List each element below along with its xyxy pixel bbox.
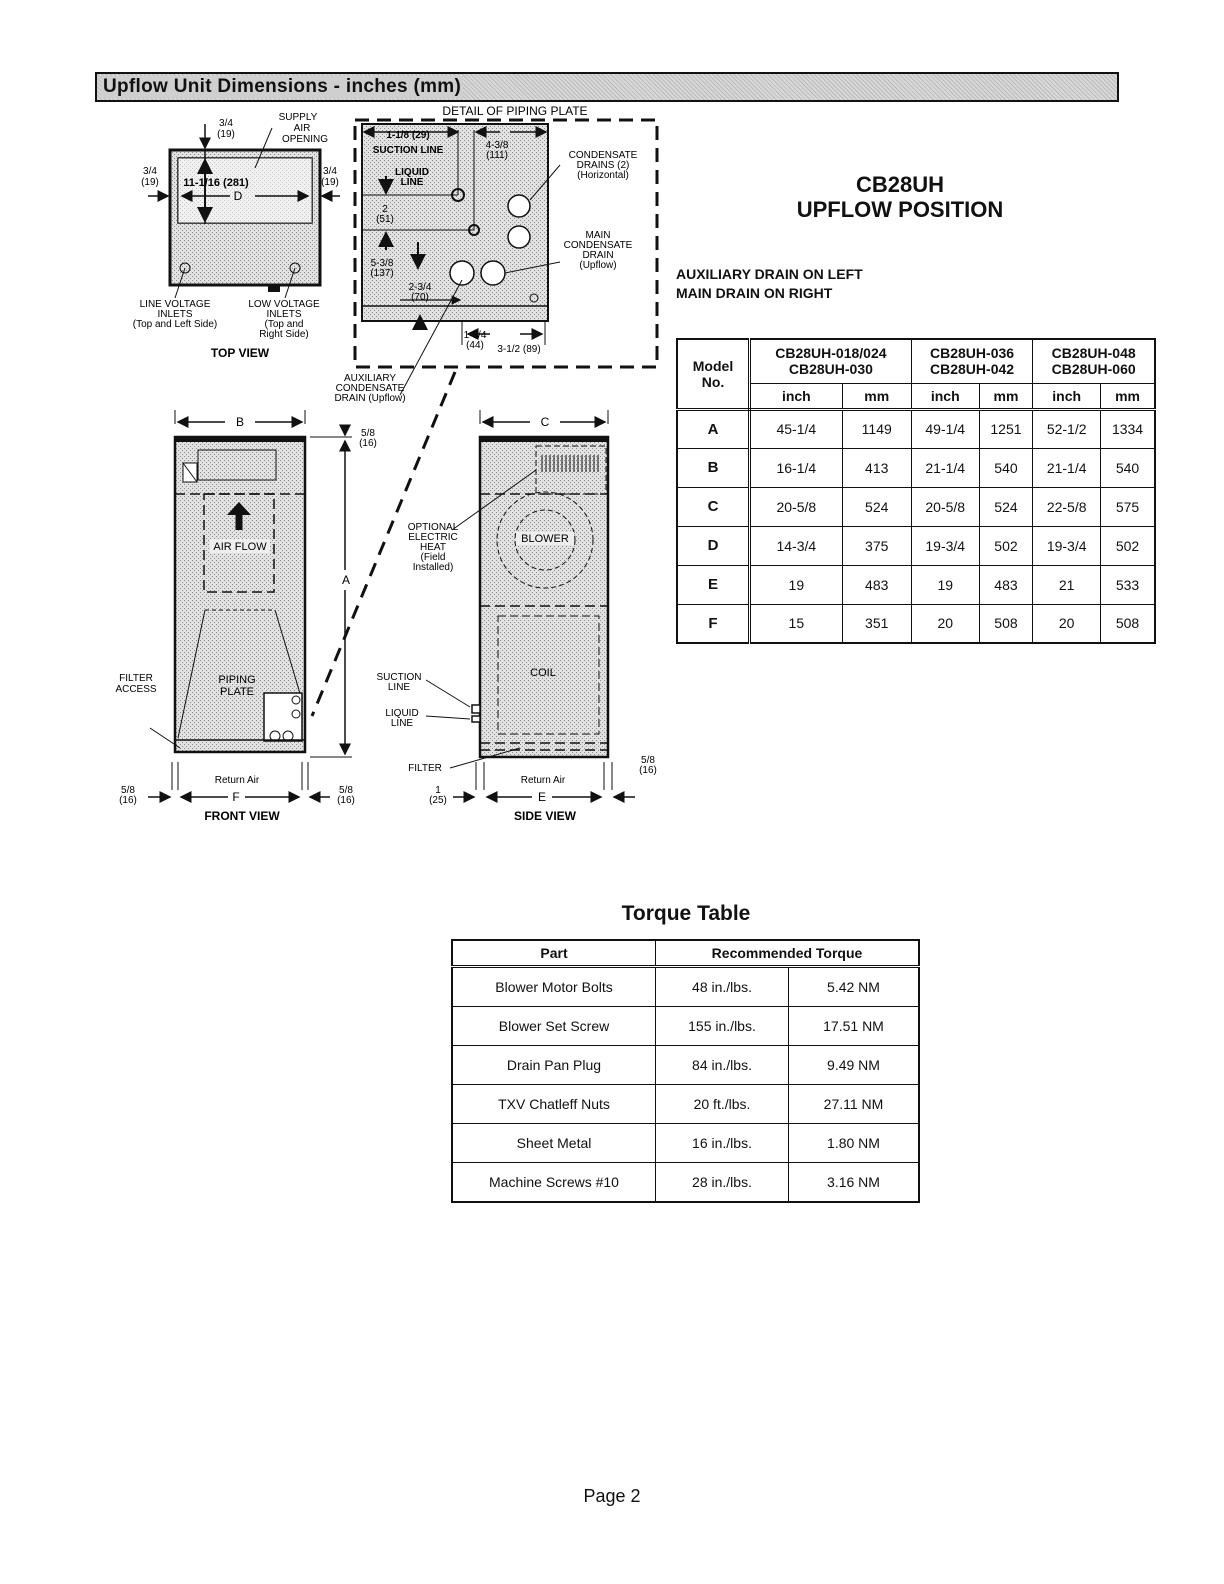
- table-row: A 45-1/4 1149 49-1/4 1251 52-1/2 1334: [676, 408, 1156, 449]
- section-banner: Upflow Unit Dimensions - inches (mm): [95, 72, 1119, 102]
- table-row: Blower Motor Bolts 48 in./lbs. 5.42 NM: [451, 966, 920, 1007]
- table-row: Machine Screws #10 28 in./lbs. 3.16 NM: [451, 1162, 920, 1203]
- side-view-caption: SIDE VIEW: [514, 809, 577, 823]
- table-row: Drain Pan Plug 84 in./lbs. 9.49 NM: [451, 1045, 920, 1085]
- table-row: E 19 483 19 483 21 533: [676, 564, 1156, 605]
- unit-header: inch: [748, 382, 843, 411]
- table-row: C 20-5/8 524 20-5/8 524 22-5/8 575: [676, 486, 1156, 527]
- air-flow-label: AIR FLOW: [213, 541, 267, 553]
- dim-3-1-2: 3-1/2 (89): [497, 344, 540, 355]
- d-label: D: [234, 189, 243, 203]
- piping-plate-detail: DETAIL OF PIPING PLATE 1-1/8 (29) SUCTIO…: [310, 104, 659, 717]
- aux-drain-note: AUXILIARY DRAIN ON LEFT: [676, 266, 863, 282]
- piping-detail-title: DETAIL OF PIPING PLATE: [442, 104, 587, 118]
- c-label: C: [541, 415, 550, 429]
- front-view-caption: FRONT VIEW: [204, 809, 280, 823]
- side-return-air: Return Air: [521, 775, 566, 786]
- table-row: D 14-3/4 375 19-3/4 502 19-3/4 502: [676, 525, 1156, 566]
- dim-2: 2(51): [376, 204, 394, 225]
- dim-5-3-8: 5-3/8(137): [370, 258, 394, 279]
- drain-notes: AUXILIARY DRAIN ON LEFT MAIN DRAIN ON RI…: [676, 265, 863, 303]
- front-left-gap: 5/8(16): [119, 785, 137, 806]
- model-title: CB28UH UPFLOW POSITION: [760, 172, 1040, 222]
- a-label: A: [342, 573, 350, 587]
- front-top-gap: 5/8(16): [359, 428, 377, 449]
- table-row: Blower Set Screw 155 in./lbs. 17.51 NM: [451, 1006, 920, 1046]
- unit-header: inch: [1032, 382, 1102, 411]
- table-row: F 15 351 20 508 20 508: [676, 603, 1156, 644]
- part-header: Part: [451, 939, 656, 968]
- depth-label: 11-1/16 (281): [183, 177, 249, 189]
- filter-label: FILTER: [408, 763, 442, 774]
- dim-1-1-8: 1-1/8 (29): [386, 130, 429, 141]
- dim-4-3-8: 4-3/8(111): [486, 140, 509, 161]
- right-margin-label: 3/4(19): [321, 166, 339, 188]
- coil-label: COIL: [530, 667, 556, 679]
- section-title: Upflow Unit Dimensions - inches (mm): [101, 76, 464, 98]
- table-row: B 16-1/4 413 21-1/4 540 21-1/4 540: [676, 447, 1156, 488]
- torque-table: Part Recommended Torque Blower Motor Bol…: [451, 939, 920, 1203]
- unit-header: mm: [1100, 382, 1156, 411]
- dim-1-3-4: 1-3/4(44): [464, 330, 487, 351]
- model-position: UPFLOW POSITION: [796, 197, 1004, 222]
- side-left-gap: 1(25): [429, 785, 447, 806]
- torque-header: Recommended Torque: [655, 939, 920, 968]
- unit-header: mm: [841, 382, 912, 411]
- unit-header: mm: [978, 382, 1034, 411]
- top-view-caption: TOP VIEW: [211, 346, 270, 360]
- b-label: B: [236, 415, 244, 429]
- page-number: Page 2: [583, 1486, 641, 1506]
- table-row: TXV Chatleff Nuts 20 ft./lbs. 27.11 NM: [451, 1084, 920, 1124]
- torque-table-title: Torque Table: [621, 902, 751, 925]
- side-right-gap: 5/8(16): [639, 755, 657, 776]
- left-margin-label: 3/4(19): [141, 166, 159, 188]
- front-return-air: Return Air: [215, 775, 260, 786]
- suction-line-label: SUCTION LINE: [373, 145, 444, 156]
- main-drain-note: MAIN DRAIN ON RIGHT: [676, 285, 833, 301]
- blower-label: BLOWER: [521, 533, 569, 545]
- model-name: CB28UH: [855, 172, 945, 197]
- top-margin-label: 3/4(19): [217, 118, 235, 140]
- table-row: Sheet Metal 16 in./lbs. 1.80 NM: [451, 1123, 920, 1163]
- unit-header: inch: [910, 382, 980, 411]
- e-label: E: [538, 790, 546, 804]
- front-right-gap: 5/8(16): [337, 785, 355, 806]
- dim-2-3-4: 2-3/4(70): [409, 282, 432, 303]
- f-label: F: [232, 790, 239, 804]
